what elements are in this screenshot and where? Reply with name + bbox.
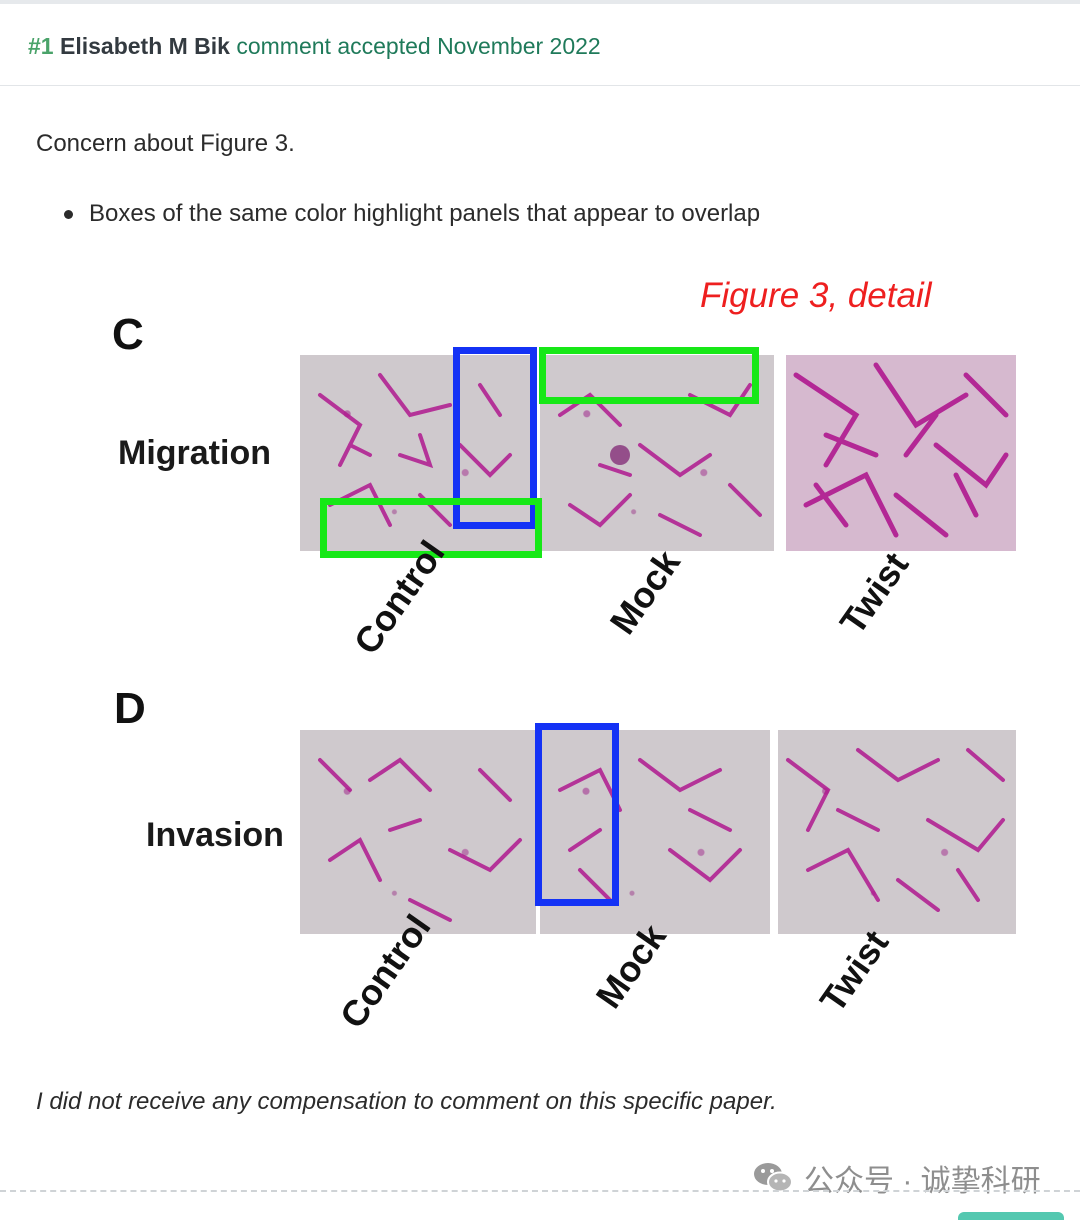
micrograph-d-twist bbox=[778, 730, 1016, 934]
commenter-name[interactable]: Elisabeth M Bik bbox=[59, 33, 230, 59]
list-item: Boxes of the same color highlight panels… bbox=[62, 198, 760, 230]
compensation-disclaimer: I did not receive any compensation to co… bbox=[36, 1088, 777, 1115]
micrograph-c-mock bbox=[540, 355, 774, 551]
panel-letter-c: C bbox=[112, 310, 144, 359]
row-label-migration: Migration bbox=[118, 434, 271, 472]
micrograph-d-control bbox=[300, 730, 536, 934]
highlight-box-blue-c bbox=[453, 347, 537, 529]
bottom-divider bbox=[0, 1190, 1080, 1192]
column-label-mock: Mock bbox=[601, 542, 688, 642]
highlight-box-green-control bbox=[320, 498, 542, 558]
column-label-twist: Twist bbox=[831, 544, 917, 642]
panel-letter-d: D bbox=[114, 684, 146, 733]
highlight-box-blue-d bbox=[535, 723, 619, 906]
comment-header-line: #1 Elisabeth M Bik comment accepted Nove… bbox=[28, 32, 601, 60]
comment-intro: Concern about Figure 3. bbox=[36, 130, 295, 157]
micrograph-c-twist bbox=[786, 355, 1016, 551]
column-label-twist-d: Twist bbox=[811, 922, 897, 1020]
row-label-invasion: Invasion bbox=[146, 816, 284, 854]
micrograph-c-control bbox=[300, 355, 536, 551]
comment-bullet-list: Boxes of the same color highlight panels… bbox=[62, 198, 760, 230]
highlight-box-green-mock bbox=[539, 347, 759, 404]
comment-header: #1 Elisabeth M Bik comment accepted Nove… bbox=[0, 4, 1080, 86]
wechat-icon bbox=[752, 1160, 794, 1196]
comment-status: comment accepted November 2022 bbox=[236, 33, 601, 59]
watermark: 公众号 · 诚挚科研 bbox=[752, 1156, 1041, 1200]
figure-caption: Figure 3, detail bbox=[700, 276, 932, 315]
comment-number-link[interactable]: #1 bbox=[28, 33, 54, 59]
top-divider bbox=[0, 0, 1080, 4]
bottom-action-button[interactable] bbox=[958, 1212, 1064, 1220]
watermark-text: 公众号 · 诚挚科研 bbox=[804, 1165, 1041, 1198]
